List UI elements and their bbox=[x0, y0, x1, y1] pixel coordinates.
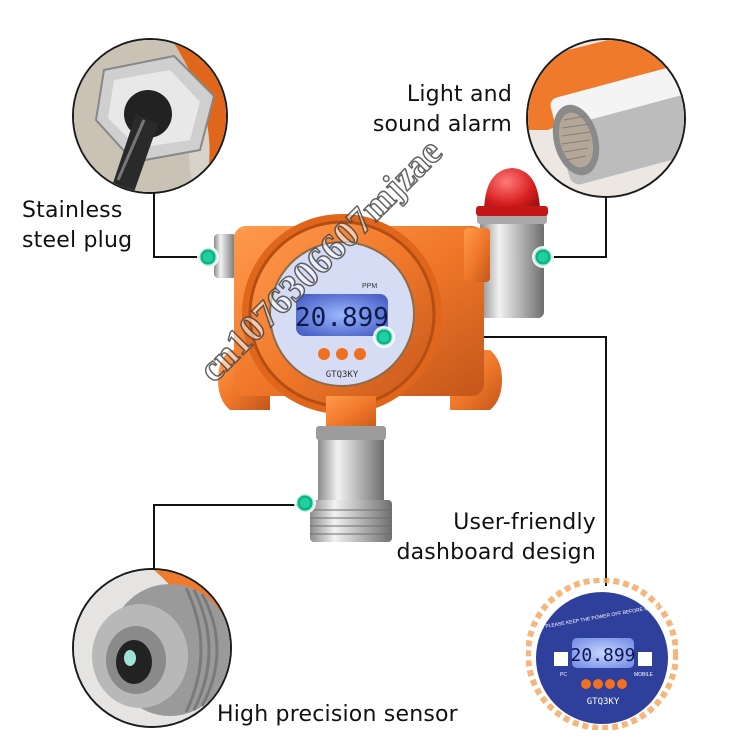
label-alarm-line1: Light and bbox=[406, 82, 512, 107]
sensor-head-photo bbox=[74, 570, 230, 726]
plug-marker bbox=[199, 248, 217, 266]
lcd-unit: PPM bbox=[362, 283, 377, 290]
stainless-steel-plug-photo bbox=[74, 40, 226, 192]
sensor-leader-v bbox=[153, 504, 155, 574]
steel-plug-closeup bbox=[72, 38, 228, 194]
label-steel-plug-line2: steel plug bbox=[22, 228, 133, 253]
closeup-lcd-reading: 20.899 bbox=[570, 645, 635, 666]
alarm-lamp-photo bbox=[528, 40, 684, 196]
alarm-marker bbox=[534, 248, 552, 266]
dashboard-marker bbox=[375, 328, 393, 346]
sensor-leader-h bbox=[153, 504, 303, 506]
closeup-mobile-label: MOBILE bbox=[634, 672, 654, 678]
alarm-leader-v bbox=[605, 193, 607, 258]
dashboard-leader-v bbox=[605, 336, 607, 586]
lcd-reading: 20.899 bbox=[295, 303, 389, 333]
plug-leader-v bbox=[153, 190, 155, 258]
label-dashboard-line2: dashboard design bbox=[396, 540, 596, 565]
sensor-marker bbox=[296, 494, 314, 512]
label-steel-plug-line1: Stainless bbox=[22, 198, 123, 223]
closeup-brand: GTQ3KY bbox=[587, 697, 620, 707]
dashboard-closeup: 20.899 PC MOBILE GTQ3KY ATTENTION: PLEAS… bbox=[526, 578, 678, 730]
label-alarm-line2: sound alarm bbox=[372, 112, 512, 137]
label-dashboard-line1: User-friendly bbox=[453, 510, 596, 535]
plug-leader-h bbox=[153, 256, 209, 258]
label-steel-plug: Stainless steel plug bbox=[22, 196, 132, 256]
label-sensor: High precision sensor bbox=[217, 702, 458, 727]
gas-detector-device: 20.899 PPM GTQ3KY bbox=[214, 168, 548, 542]
dashboard-closeup-photo: 20.899 PC MOBILE GTQ3KY ATTENTION: PLEAS… bbox=[526, 578, 678, 730]
alarm-leader-h bbox=[548, 256, 607, 258]
sensor-closeup bbox=[72, 568, 232, 728]
label-alarm: Light and sound alarm bbox=[330, 80, 512, 140]
label-dashboard: User-friendly dashboard design bbox=[368, 508, 596, 568]
device-brand: GTQ3KY bbox=[326, 370, 359, 380]
closeup-pc-label: PC bbox=[560, 672, 567, 678]
dashboard-leader-h bbox=[392, 336, 607, 338]
alarm-closeup bbox=[526, 38, 686, 198]
